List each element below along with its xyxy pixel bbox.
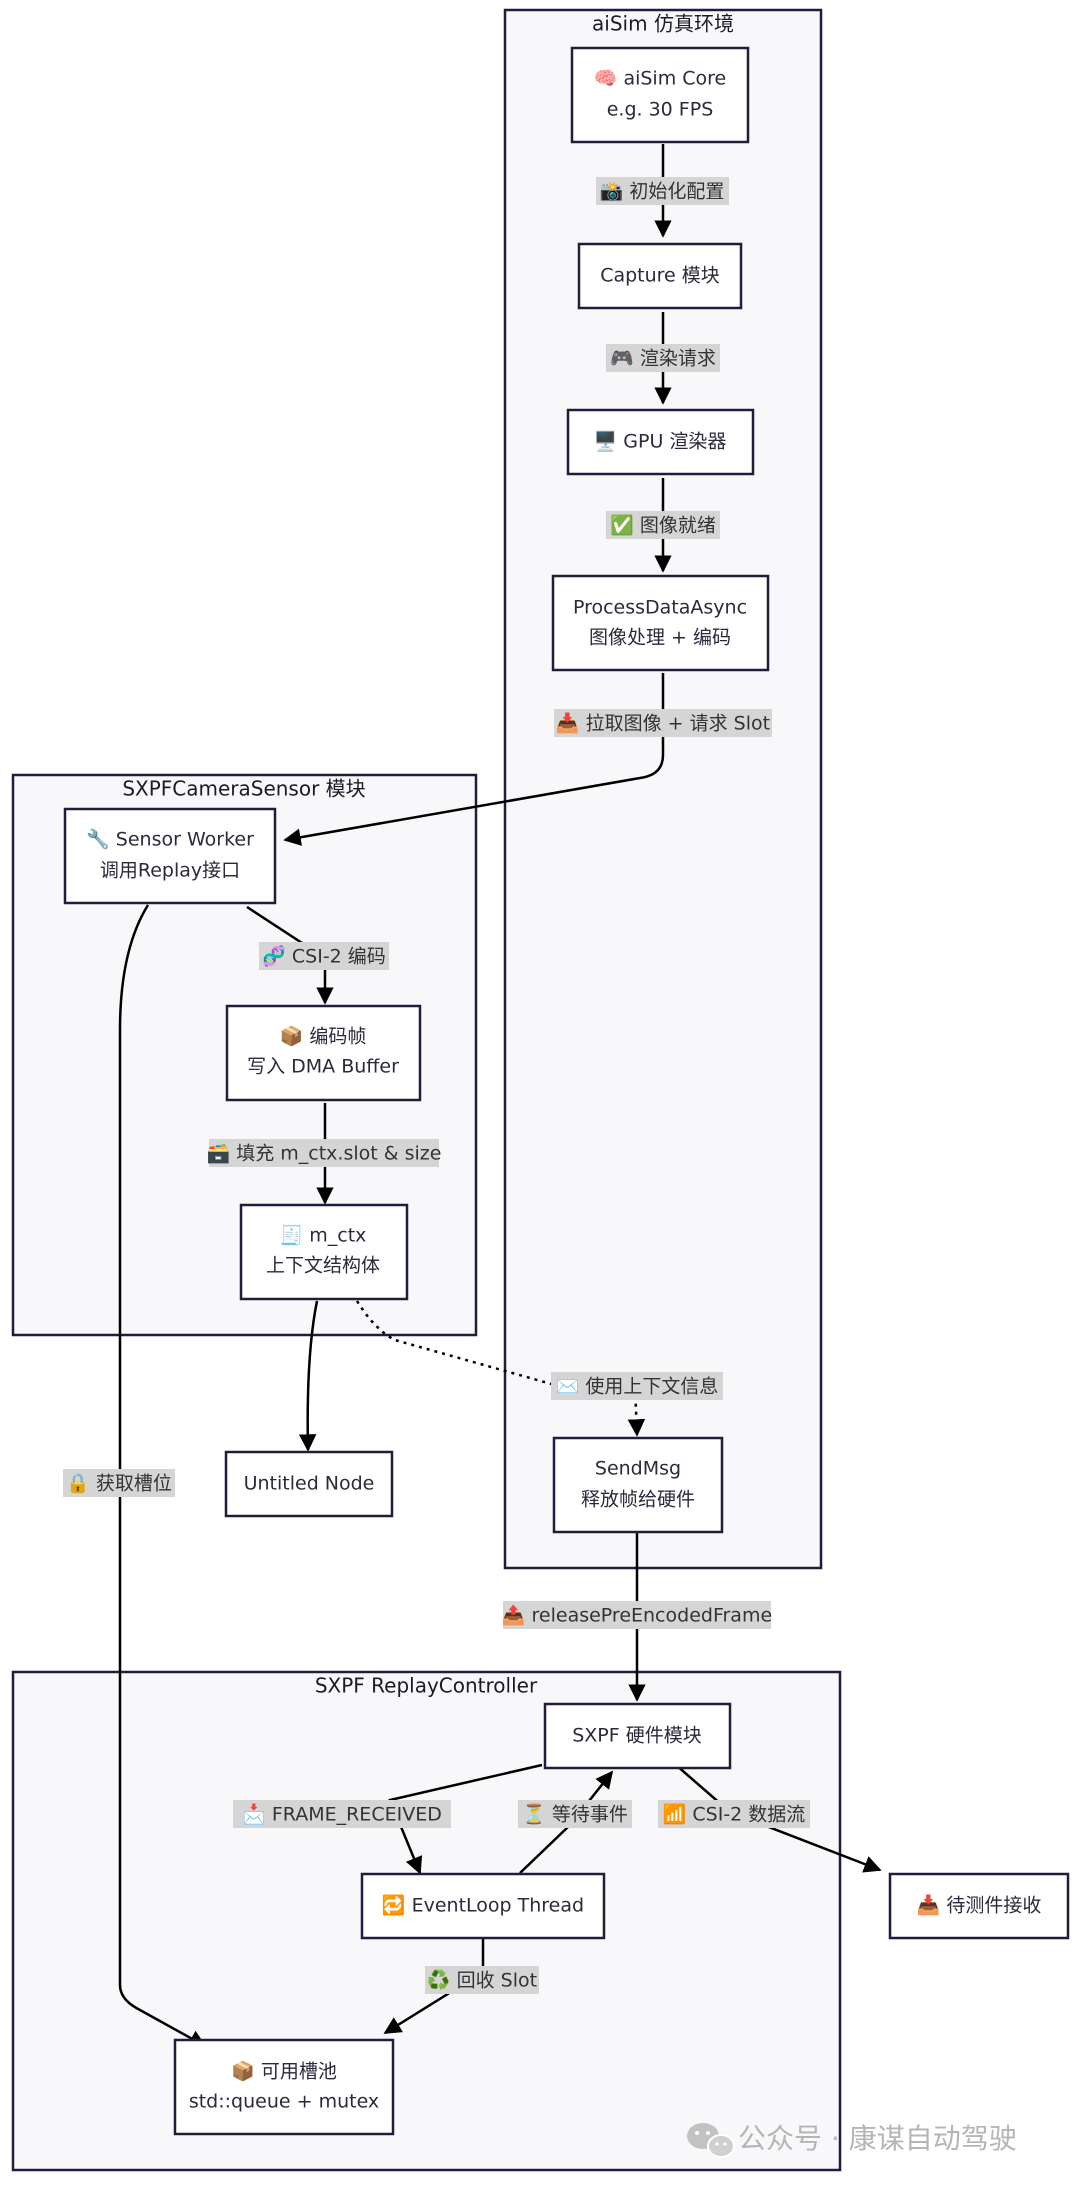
node-capture[interactable]: Capture 模块 [577, 242, 743, 310]
cluster-aisim-title: aiSim 仿真环境 [592, 12, 734, 36]
svg-text:⏳ 等待事件: ⏳ 等待事件 [522, 1803, 628, 1826]
label-csi2-encode: 🧬 CSI-2 编码 [259, 942, 389, 970]
label-csi2-stream: 📶 CSI-2 数据流 [658, 1800, 810, 1828]
cluster-sxpf-camera-title: SXPFCameraSensor 模块 [122, 777, 365, 801]
svg-text:🔒 获取槽位: 🔒 获取槽位 [66, 1473, 172, 1495]
node-slot-pool[interactable]: 📦 可用槽池 std::queue + mutex [173, 2038, 395, 2136]
node-aisim-core-title: 🧠 aiSim Core [594, 68, 726, 90]
node-sendmsg-subtitle: 释放帧给硬件 [581, 1489, 695, 1511]
node-m-ctx-title: 🧾 m_ctx [280, 1224, 367, 1247]
edge-mctx-sendmsg [355, 1300, 646, 1437]
node-process-title: ProcessDataAsync [573, 597, 747, 619]
wechat-icon [687, 2123, 735, 2158]
svg-text:✅ 图像就绪: ✅ 图像就绪 [610, 514, 716, 537]
cluster-replay-title: SXPF ReplayController [315, 1674, 538, 1698]
label-frame-received: 📩 FRAME_RECEIVED [233, 1800, 451, 1828]
watermark: 公众号 · 康谋自动驾驶 [687, 2122, 1017, 2158]
node-sxpf-hw-title: SXPF 硬件模块 [572, 1725, 702, 1747]
label-image-ready: ✅ 图像就绪 [606, 511, 720, 539]
svg-text:📤 releasePreEncodedFrame: 📤 releasePreEncodedFrame [502, 1604, 772, 1627]
node-eventloop-title: 🔁 EventLoop Thread [382, 1894, 584, 1917]
node-capture-title: Capture 模块 [600, 265, 720, 287]
node-sendmsg[interactable]: SendMsg 释放帧给硬件 [552, 1436, 724, 1534]
label-acquire-slot: 🔒 获取槽位 [63, 1469, 175, 1497]
node-sensor-worker-subtitle: 调用Replay接口 [100, 860, 240, 882]
node-aisim-core-subtitle: e.g. 30 FPS [607, 99, 714, 121]
label-recycle-slot: ♻️ 回收 Slot [425, 1966, 539, 1994]
node-process[interactable]: ProcessDataAsync 图像处理 + 编码 [551, 574, 770, 672]
node-slot-pool-title: 📦 可用槽池 [231, 2060, 337, 2083]
edge-mctx-untitled [298, 1300, 319, 1452]
label-init-config: 📸 初始化配置 [596, 177, 729, 205]
label-fill-ctx: 🗃️ 填充 m_ctx.slot & size [207, 1139, 442, 1167]
node-slot-pool-subtitle: std::queue + mutex [189, 2091, 379, 2113]
node-untitled[interactable]: Untitled Node [224, 1450, 394, 1518]
node-aisim-core[interactable]: 🧠 aiSim Core e.g. 30 FPS [570, 46, 750, 144]
node-encoded-frame-title: 📦 编码帧 [280, 1025, 367, 1048]
node-sendmsg-title: SendMsg [595, 1458, 681, 1480]
node-sensor-worker-title: 🔧 Sensor Worker [86, 828, 254, 851]
svg-text:🗃️ 填充 m_ctx.slot & size: 🗃️ 填充 m_ctx.slot & size [207, 1143, 442, 1165]
node-encoded-frame-subtitle: 写入 DMA Buffer [247, 1056, 399, 1078]
svg-text:📩 FRAME_RECEIVED: 📩 FRAME_RECEIVED [242, 1803, 442, 1826]
label-use-ctx: ✉️ 使用上下文信息 [551, 1372, 723, 1400]
node-m-ctx[interactable]: 🧾 m_ctx 上下文结构体 [239, 1203, 409, 1301]
node-sxpf-hw[interactable]: SXPF 硬件模块 [543, 1702, 732, 1770]
svg-text:🧬 CSI-2 编码: 🧬 CSI-2 编码 [262, 945, 386, 968]
node-sensor-worker[interactable]: 🔧 Sensor Worker 调用Replay接口 [63, 807, 277, 905]
node-gpu-title: 🖥️ GPU 渲染器 [594, 430, 727, 453]
node-gpu[interactable]: 🖥️ GPU 渲染器 [566, 408, 755, 476]
node-dut[interactable]: 📥 待测件接收 [888, 1872, 1070, 1940]
edge-process-sensor [283, 673, 665, 846]
label-release-frame: 📤 releasePreEncodedFrame [502, 1601, 772, 1629]
edge-sensor-slotpool [118, 904, 207, 2048]
label-wait-event: ⏳ 等待事件 [518, 1800, 632, 1828]
svg-text:📥 拉取图像 + 请求 Slot: 📥 拉取图像 + 请求 Slot [556, 712, 770, 735]
node-process-subtitle: 图像处理 + 编码 [589, 627, 731, 649]
node-encoded-frame[interactable]: 📦 编码帧 写入 DMA Buffer [225, 1004, 422, 1102]
node-dut-title: 📥 待测件接收 [917, 1894, 1042, 1917]
node-untitled-title: Untitled Node [244, 1473, 375, 1495]
svg-text:✉️ 使用上下文信息: ✉️ 使用上下文信息 [556, 1376, 719, 1398]
label-pull-image: 📥 拉取图像 + 请求 Slot [554, 709, 772, 737]
svg-text:♻️ 回收 Slot: ♻️ 回收 Slot [427, 1969, 537, 1992]
svg-text:📶 CSI-2 数据流: 📶 CSI-2 数据流 [663, 1803, 806, 1826]
svg-text:📸 初始化配置: 📸 初始化配置 [600, 181, 725, 203]
node-m-ctx-subtitle: 上下文结构体 [266, 1255, 380, 1277]
watermark-text: 公众号 · 康谋自动驾驶 [738, 2122, 1017, 2155]
node-eventloop[interactable]: 🔁 EventLoop Thread [360, 1872, 606, 1940]
svg-text:🎮 渲染请求: 🎮 渲染请求 [610, 348, 716, 370]
label-render-req: 🎮 渲染请求 [606, 344, 720, 372]
